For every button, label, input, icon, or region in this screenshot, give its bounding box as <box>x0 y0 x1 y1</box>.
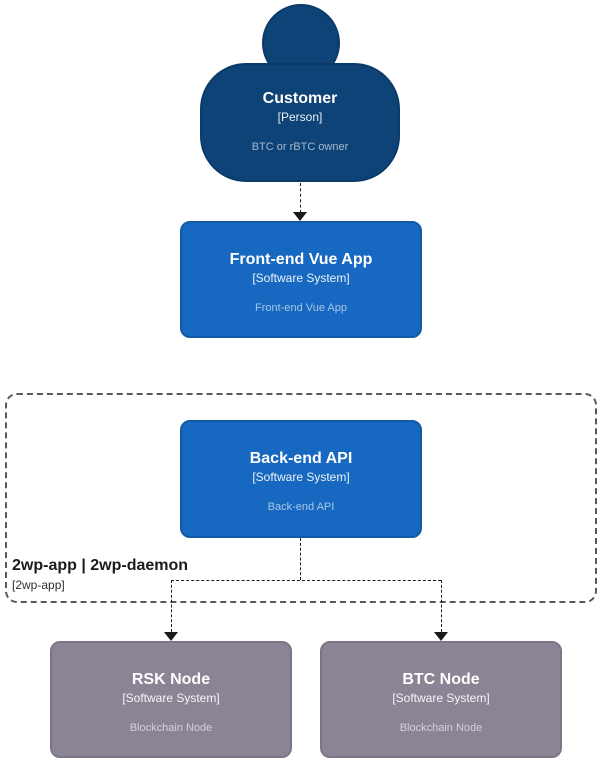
node-description: BTC or rBTC owner <box>251 141 349 153</box>
node-type: [Software System] <box>122 691 220 705</box>
node-description: Back-end API <box>267 501 335 513</box>
node-type: [Software System] <box>252 470 350 484</box>
node-title: Back-end API <box>249 450 353 467</box>
boundary-title: 2wp-app | 2wp-daemon <box>12 557 189 574</box>
edge-backend-btc <box>441 580 442 632</box>
node-title: Customer <box>262 90 338 107</box>
arrowhead-btc-icon <box>434 632 448 641</box>
arrowhead-rsk-icon <box>164 632 178 641</box>
edge-backend-rsk <box>171 580 172 632</box>
node-description: Front-end Vue App <box>255 302 347 314</box>
node-frontend-vue-app: Front-end Vue App [Software System] Fron… <box>180 221 422 338</box>
node-description: Blockchain Node <box>399 722 483 734</box>
node-rsk: RSK Node [Software System] Blockchain No… <box>50 641 292 758</box>
node-backend-api: Back-end API [Software System] Back-end … <box>180 420 422 538</box>
node-type: [Software System] <box>392 691 490 705</box>
node-customer: Customer [Person] BTC or rBTC owner <box>200 63 400 182</box>
edge-fork-horizontal <box>171 580 441 581</box>
node-title: BTC Node <box>402 671 480 688</box>
node-type: [Person] <box>277 110 323 124</box>
edge-customer-frontend <box>300 183 301 213</box>
node-title: RSK Node <box>131 671 211 688</box>
edge-backend-stem <box>300 538 301 580</box>
system-boundary-2wp-app <box>5 393 597 603</box>
arrowhead-frontend-icon <box>293 212 307 221</box>
node-title: Front-end Vue App <box>229 251 373 268</box>
boundary-label: 2wp-app | 2wp-daemon [2wp-app] <box>12 556 188 592</box>
node-description: Blockchain Node <box>129 722 213 734</box>
boundary-type: [2wp-app] <box>12 578 65 592</box>
node-type: [Software System] <box>252 271 350 285</box>
node-btc: BTC Node [Software System] Blockchain No… <box>320 641 562 758</box>
